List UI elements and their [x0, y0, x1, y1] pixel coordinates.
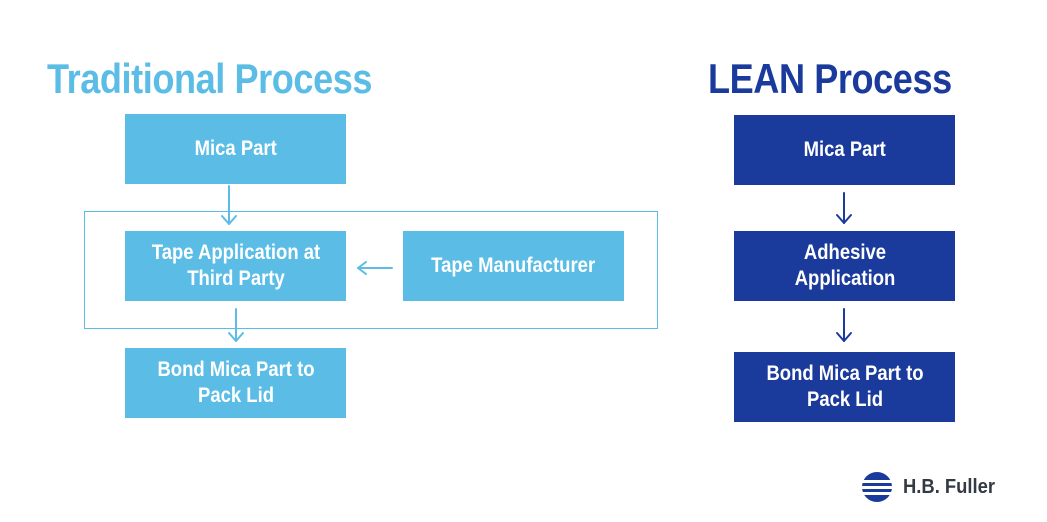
tape-application-label: Tape Application at Third Party: [151, 241, 320, 290]
tape-manufacturer-label: Tape Manufacturer: [431, 254, 596, 277]
traditional-mica-part-box: Mica Part: [125, 114, 346, 184]
third-party-group-frame: [84, 211, 658, 329]
hb-fuller-logo: H.B. Fuller: [861, 470, 1003, 504]
traditional-process-title: Traditional Process: [47, 55, 373, 102]
lean-bond-label: Bond Mica Part to Pack Lid: [765, 362, 924, 411]
traditional-mica-part-label: Mica Part: [194, 137, 277, 160]
traditional-arrow-tape-manufacturer-to-application: [357, 261, 393, 275]
traditional-bond-box: Bond Mica Part to Pack Lid: [125, 348, 346, 418]
traditional-bond-label: Bond Mica Part to Pack Lid: [156, 358, 315, 407]
tape-application-box: Tape Application at Third Party: [125, 231, 346, 301]
adhesive-application-label: Adhesive Application: [794, 241, 895, 290]
hb-fuller-logo-icon: [861, 472, 893, 502]
lean-arrow-mica-to-adhesive: [836, 192, 852, 224]
traditional-arrow-tape-application-to-bond: [228, 308, 244, 342]
tape-manufacturer-box: Tape Manufacturer: [403, 231, 624, 301]
hb-fuller-logo-text: H.B. Fuller: [903, 475, 996, 498]
traditional-arrow-mica-to-tape-application: [221, 185, 237, 225]
lean-bond-box: Bond Mica Part to Pack Lid: [734, 352, 955, 422]
lean-mica-part-box: Mica Part: [734, 115, 955, 185]
lean-mica-part-label: Mica Part: [803, 138, 886, 161]
lean-arrow-adhesive-to-bond: [836, 308, 852, 342]
adhesive-application-box: Adhesive Application: [734, 231, 955, 301]
lean-process-title: LEAN Process: [708, 55, 952, 102]
